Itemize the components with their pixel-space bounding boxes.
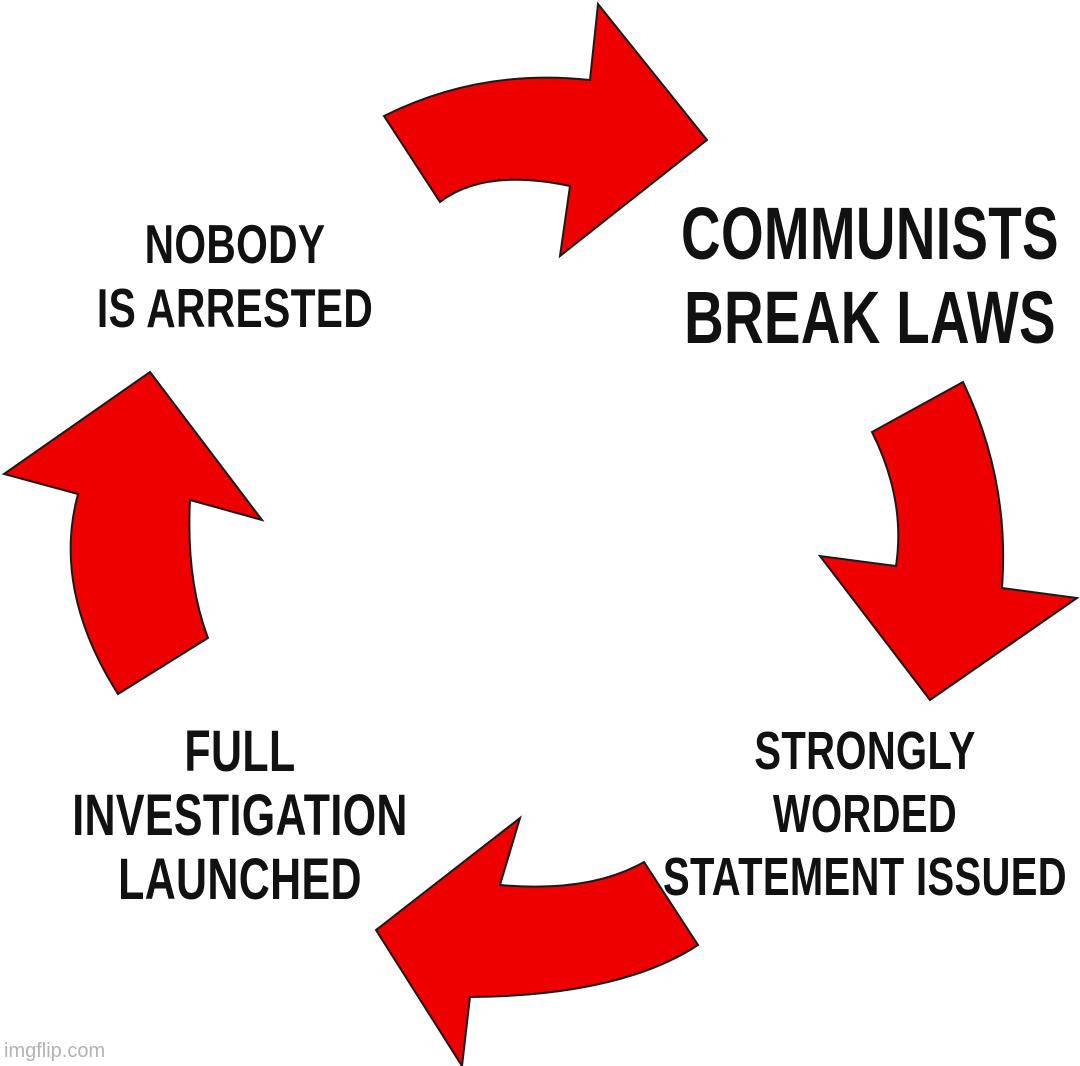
step-nobody-line-1: NOBODY <box>144 213 326 275</box>
step-communists-line-1: COMMUNISTS <box>681 192 1059 275</box>
step-communists-break-laws: COMMUNISTS BREAK LAWS <box>648 192 1080 360</box>
arrow-bottom-left <box>374 815 700 1066</box>
step-full-investigation: FULL INVESTIGATION LAUNCHED <box>18 720 462 912</box>
step-strongly-worded-statement: STRONGLY WORDED STATEMENT ISSUED <box>643 720 1080 909</box>
step-statement-line-3: STATEMENT ISSUED <box>662 847 1068 907</box>
step-statement-line-2: WORDED <box>772 784 958 844</box>
arrow-top-right <box>382 1 709 259</box>
arrow-left-up <box>1 370 265 696</box>
arrow-right-down <box>817 380 1080 702</box>
step-communists-line-2: BREAK LAWS <box>684 276 1056 359</box>
step-statement-line-1: STRONGLY <box>754 721 976 781</box>
imgflip-watermark: imgflip.com <box>4 1040 106 1062</box>
step-nobody-line-2: IS ARRESTED <box>96 277 374 339</box>
step-investigation-line-2: INVESTIGATION <box>72 783 408 848</box>
step-investigation-line-3: LAUNCHED <box>118 847 362 912</box>
step-investigation-line-1: FULL <box>184 719 296 784</box>
step-nobody-arrested: NOBODY IS ARRESTED <box>13 212 457 340</box>
